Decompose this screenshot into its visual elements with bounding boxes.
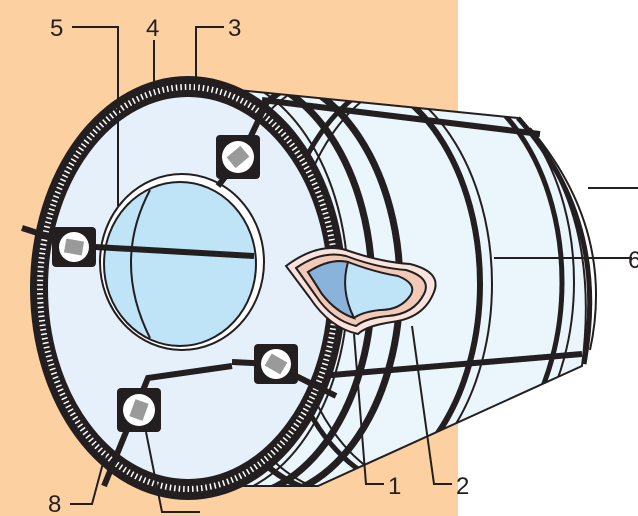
radial-strap-bottom — [101, 363, 233, 488]
label-6: 6 — [628, 247, 638, 274]
label-5: 5 — [50, 15, 63, 42]
cutaway-coil-core — [306, 260, 356, 320]
edge-protector-icon — [254, 344, 298, 384]
coil-bore — [103, 181, 257, 347]
leader-8 — [70, 451, 107, 505]
leader-5 — [72, 26, 119, 206]
label-4: 4 — [146, 15, 159, 42]
longitudinal-strap-bottom — [295, 351, 583, 381]
longitudinal-strap-top — [261, 97, 541, 137]
leader-2 — [411, 325, 452, 485]
label-1: 1 — [388, 473, 401, 500]
leader-3 — [195, 26, 224, 94]
edge-protector-icon — [52, 227, 96, 267]
bore-inner-shade — [130, 189, 151, 339]
coil-far-end — [516, 116, 593, 365]
edge-protector-icon — [117, 388, 161, 432]
leader-1 — [353, 333, 384, 485]
edge-protector-icon — [216, 135, 260, 179]
coil-far-end-rim — [529, 127, 597, 351]
label-8: 8 — [48, 491, 61, 516]
leader-7 — [145, 431, 200, 513]
label-3: 3 — [228, 15, 241, 42]
label-2: 2 — [456, 473, 469, 500]
